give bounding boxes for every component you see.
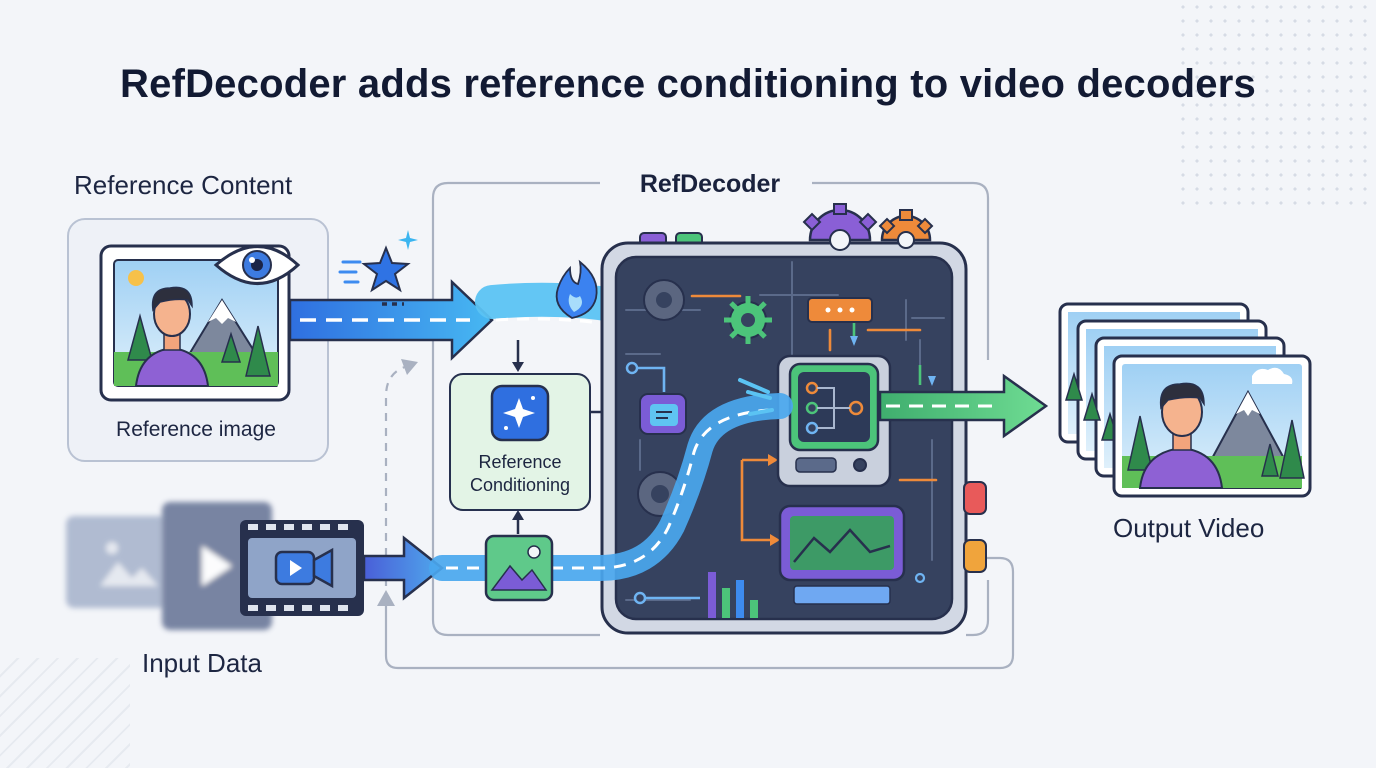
gear-icon — [802, 203, 934, 251]
input-flow-arrow — [362, 378, 793, 601]
video-camera-icon — [274, 547, 334, 589]
output-video-frames — [1058, 302, 1312, 498]
reference-conditioning-label-line1: Reference — [478, 452, 562, 472]
conditioning-icon-overlay — [490, 384, 550, 442]
node-graph-icon — [776, 354, 892, 488]
reference-conditioning-label: Reference Conditioning — [449, 451, 591, 497]
star-icon — [338, 245, 411, 293]
output-flow-arrow — [878, 373, 1049, 439]
landscape-icon — [484, 534, 554, 602]
reference-image — [99, 244, 291, 402]
refdecoder-boundary — [431, 181, 990, 637]
background-stripe-pattern — [0, 658, 130, 768]
output-video-label: Output Video — [1113, 513, 1265, 543]
reference-conditioning-label-line2: Conditioning — [469, 475, 571, 495]
eye-icon — [213, 245, 301, 285]
reference-image-label: Reference image — [116, 418, 276, 441]
refdecoder-label: RefDecoder — [612, 170, 808, 199]
background-dot-pattern — [1176, 0, 1376, 210]
flow-down-arrow — [512, 340, 524, 372]
input-to-conditioning-arrow — [512, 510, 524, 534]
sparkle-icon — [398, 230, 418, 250]
flame-icon — [555, 259, 598, 319]
feedback-loop-arrow — [377, 359, 1015, 670]
reference-content-label: Reference Content — [74, 170, 293, 200]
diagram-title: RefDecoder adds reference conditioning t… — [120, 62, 1256, 106]
panel-gear-icon — [724, 296, 772, 344]
input-data-label: Input Data — [142, 648, 262, 678]
chart-icon — [708, 504, 906, 618]
